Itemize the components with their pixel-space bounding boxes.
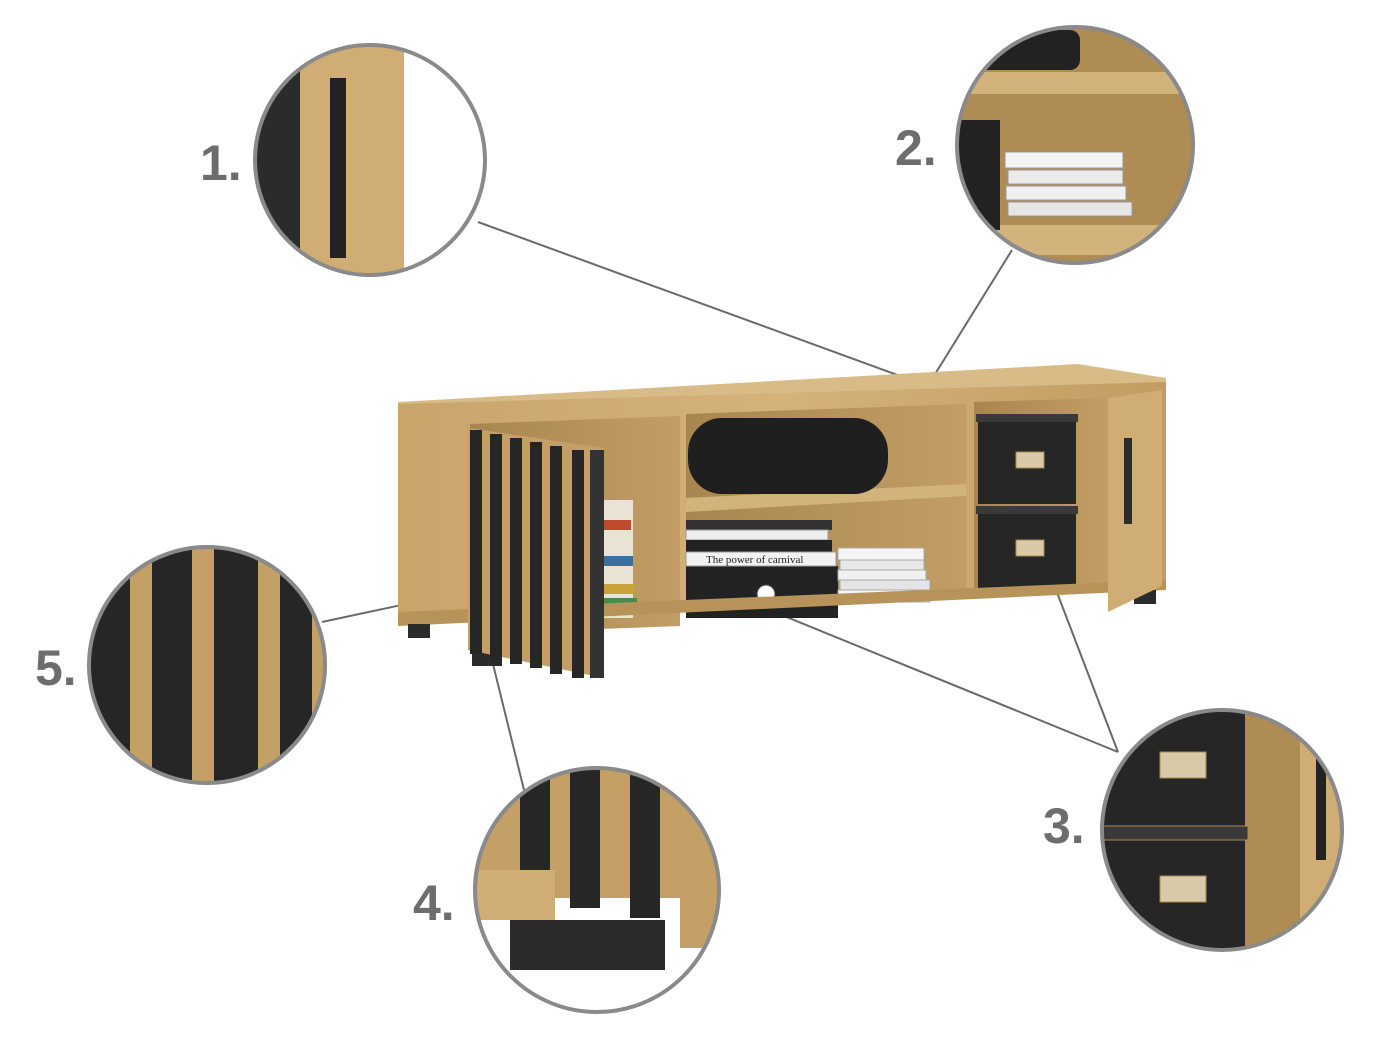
callout-4 [473,766,721,1014]
book-stack-left [603,500,637,618]
callout-label-1: 1. [200,135,242,191]
book-spine-text: The power of carnival [706,554,803,566]
callout-label-3: 3. [1043,798,1085,854]
door-handle [1124,438,1132,524]
leader-line-4 [491,659,525,791]
storage-boxes [976,414,1078,592]
slatted-door [468,428,604,678]
callout-2 [955,25,1195,265]
book [685,529,829,541]
book [685,551,837,567]
right-door [1108,390,1162,612]
callout-3 [1100,708,1344,952]
callout-1 [253,43,487,277]
foot [408,624,430,638]
middle-shelf [686,484,966,512]
callout-label-4: 4. [413,875,455,931]
book [686,540,832,552]
tv-cabinet: The power of carnival [398,364,1166,678]
callout-label-5: 5. [35,640,77,696]
book [686,520,832,530]
callout-label-2: 2. [895,120,937,176]
callout-5 [87,545,327,785]
speaker [688,418,888,494]
